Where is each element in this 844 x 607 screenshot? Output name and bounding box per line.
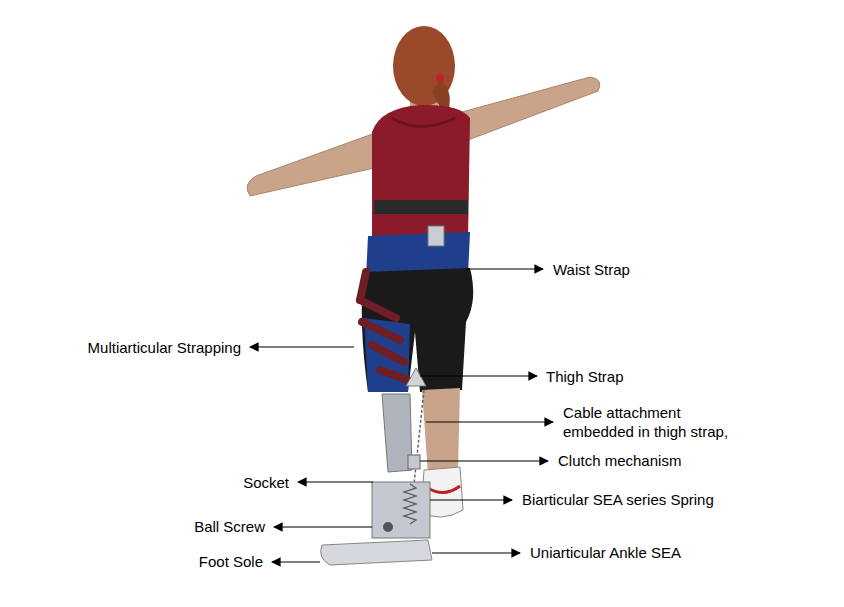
part-label: Socket <box>243 473 289 492</box>
leader-arrow <box>272 561 320 562</box>
part-label: Uniarticular Ankle SEA <box>530 543 681 562</box>
leader-arrow <box>250 346 354 347</box>
leader-arrow <box>466 268 543 269</box>
part-label: Ball Screw <box>194 517 265 536</box>
figure <box>247 26 600 565</box>
part-label: Thigh Strap <box>546 367 624 386</box>
part-label: Cable attachment embedded in thigh strap… <box>563 403 743 441</box>
leader-arrows <box>250 269 553 562</box>
leader-arrow <box>426 421 553 422</box>
leader-arrow <box>298 481 373 482</box>
part-label: Multiarticular Strapping <box>88 338 241 357</box>
leader-arrow <box>274 526 372 527</box>
leader-arrow <box>420 375 537 376</box>
part-label: Waist Strap <box>553 260 630 279</box>
leader-arrow <box>420 460 548 461</box>
part-label: Biarticular SEA series Spring <box>522 490 714 509</box>
leader-arrow <box>432 552 520 553</box>
part-label: Clutch mechanism <box>558 451 681 470</box>
leader-arrow <box>430 499 512 500</box>
part-label: Foot Sole <box>199 552 263 571</box>
